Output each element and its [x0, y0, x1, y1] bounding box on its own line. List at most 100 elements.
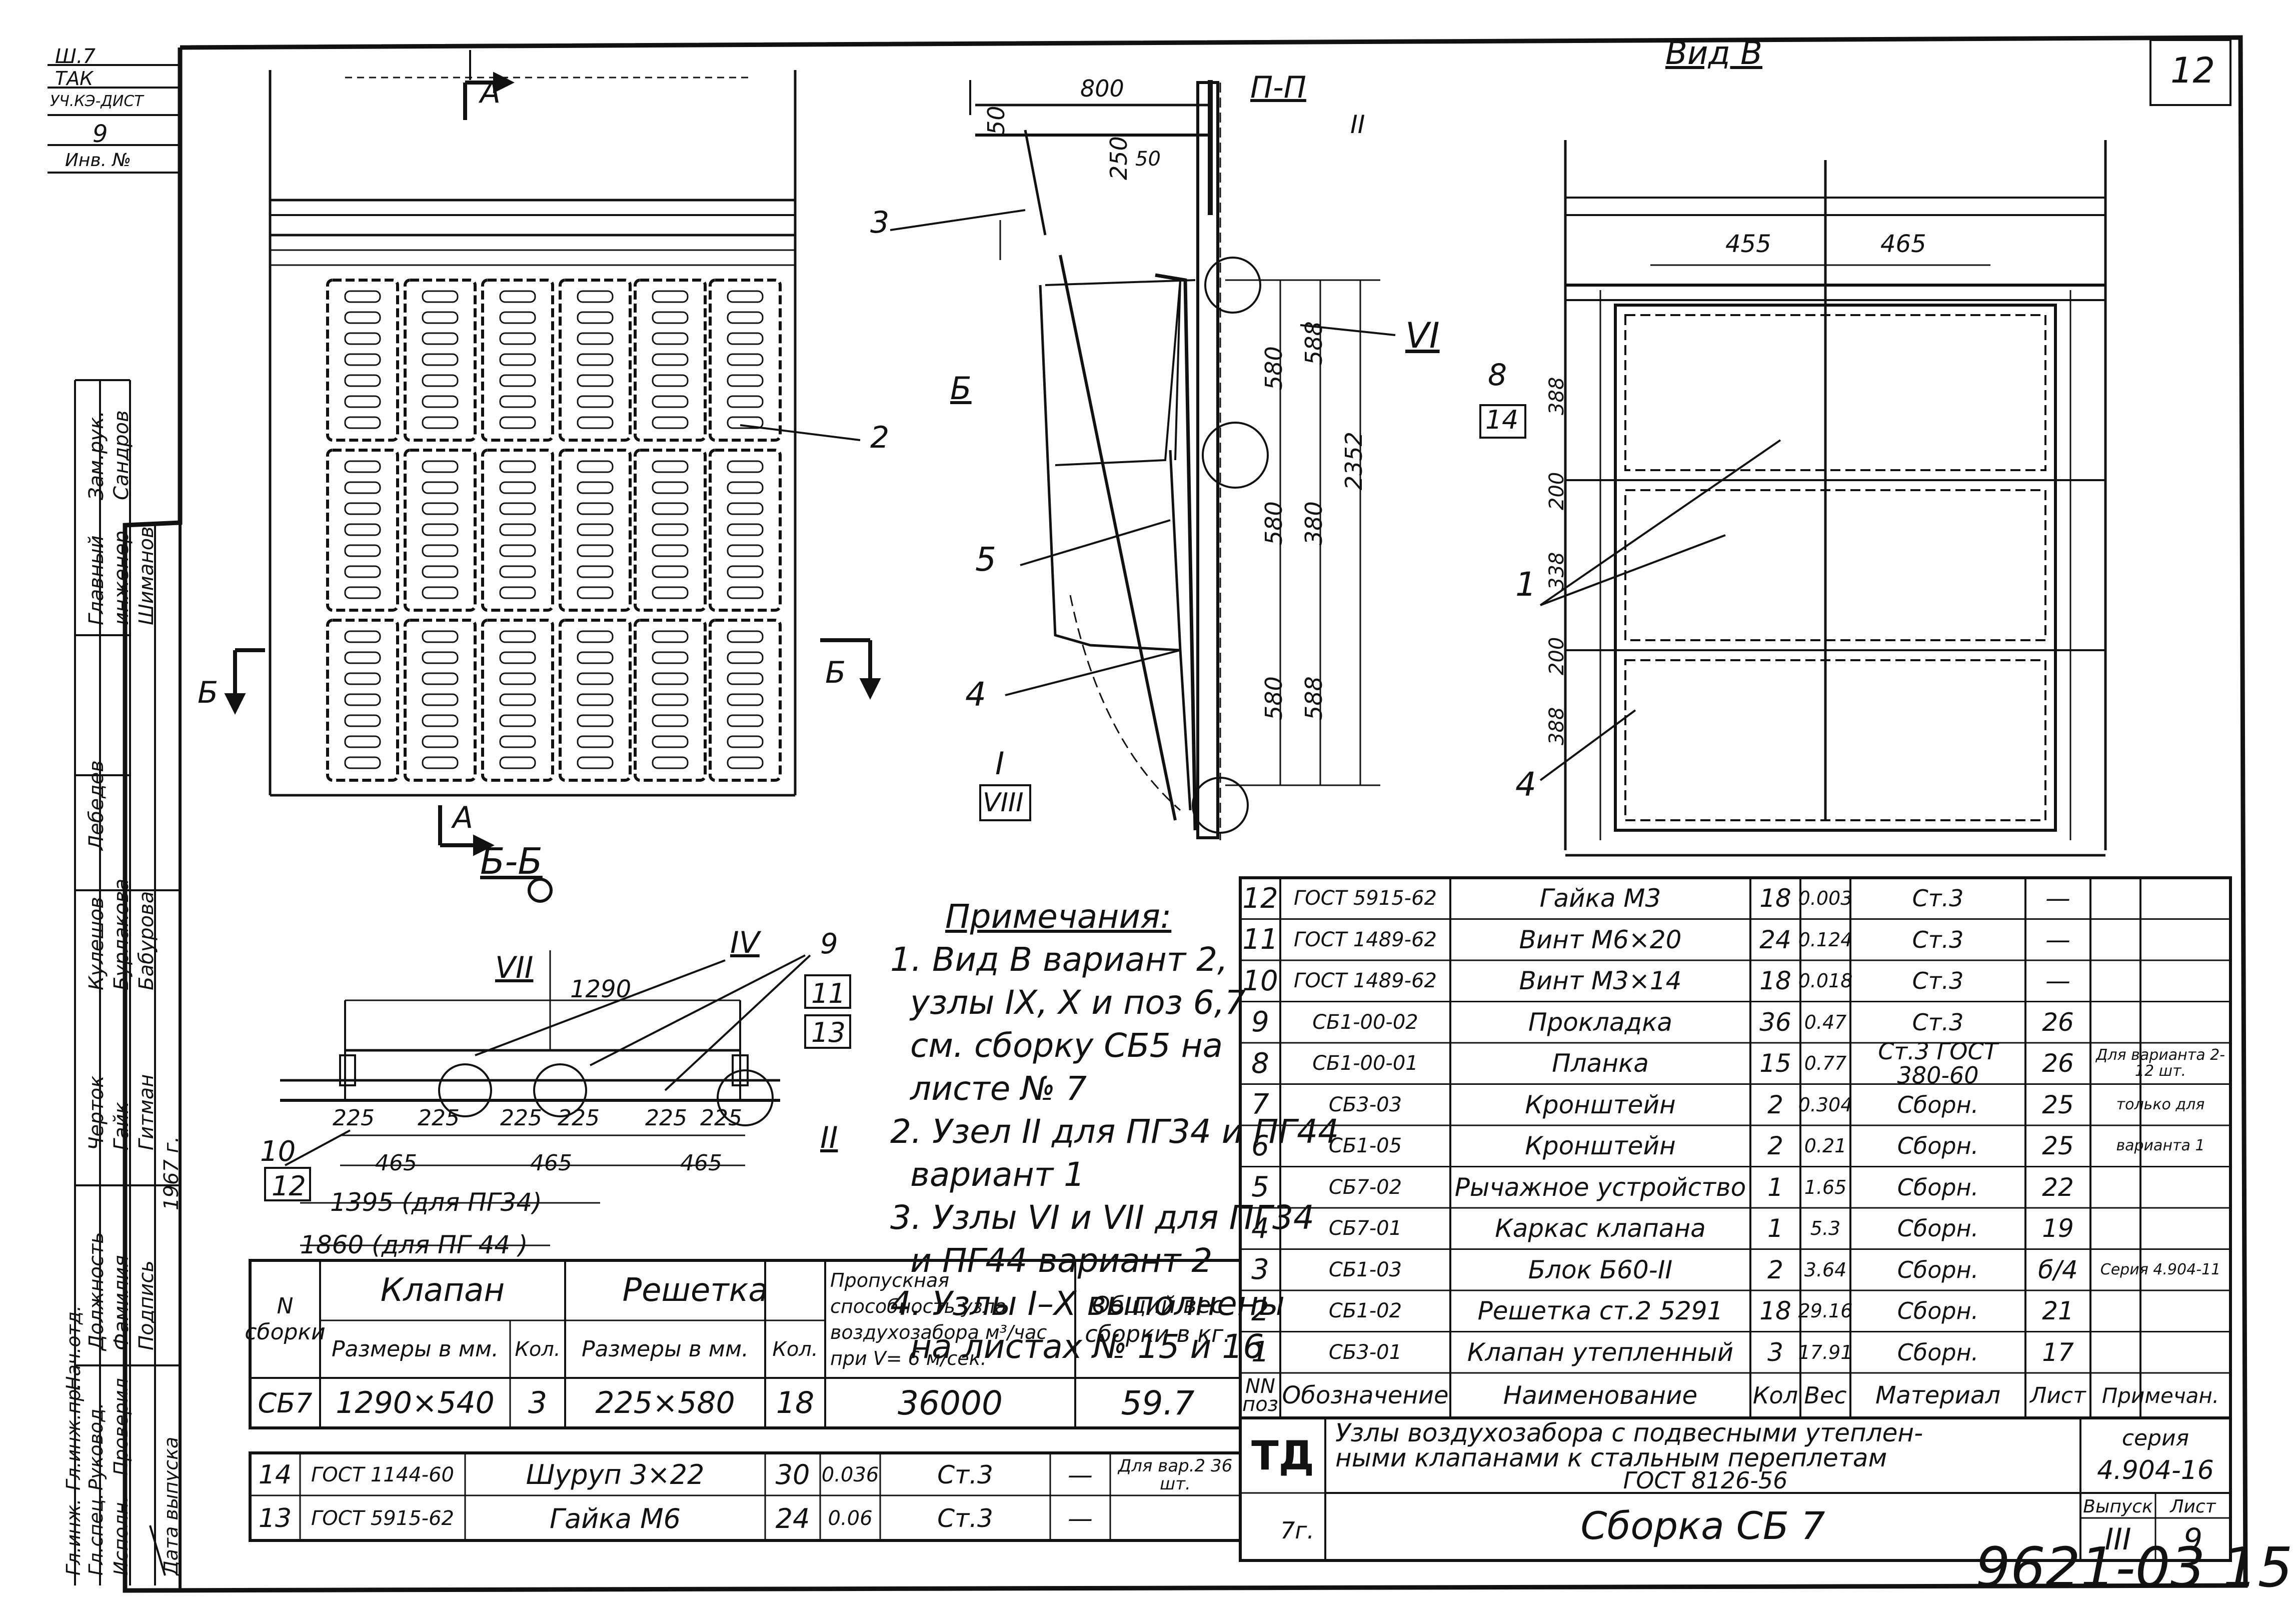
spec-cell-name: Прокладка [1528, 1007, 1673, 1037]
grille-slot [344, 290, 381, 303]
spec-cell-note [2090, 1332, 2230, 1373]
dim-465: 465 [1880, 230, 1926, 258]
spec-cell-name: Планка [1552, 1049, 1649, 1078]
section-bb-view [280, 878, 780, 1246]
callout-II: II [820, 1120, 838, 1155]
grille-slot [344, 714, 381, 727]
margin-right-block: Главный [85, 535, 108, 625]
grille-slot [577, 353, 614, 366]
spec-cell-desig: СБ7-02 [1328, 1175, 1402, 1199]
note-line: узлы IX, X и поз 6,7 [910, 983, 1246, 1022]
title-td: ТД [1251, 1432, 1314, 1479]
spec-cell-material: Сборн. [1897, 1215, 1979, 1242]
grille-slot [727, 290, 764, 303]
table-grids [249, 39, 2232, 1562]
grille-slot [727, 693, 764, 706]
margin-name: Гайк [110, 1102, 133, 1150]
section-title: П-П [1250, 70, 1306, 105]
grille-slot [422, 395, 459, 408]
spec-cell-note: Серия 4.904-11 [2100, 1260, 2221, 1278]
callout-12: 12 [272, 1170, 306, 1202]
margin-role: Гл.инж. [63, 1498, 85, 1575]
grille-slot [652, 714, 689, 727]
grille-slot [727, 630, 764, 643]
margin-year: 1967 г. [160, 1136, 183, 1210]
grille-slot [577, 523, 614, 536]
grille-slot [344, 756, 381, 769]
dim-380: 380 [1300, 501, 1327, 545]
asm-header-no: N сборки [245, 1293, 326, 1345]
spec-cell-pos: 5 [1251, 1171, 1269, 1204]
grille-panel [481, 449, 554, 612]
dim-50b: 50 [1135, 148, 1161, 171]
spec-cell-material: Сборн. [1897, 1338, 1979, 1366]
grille-panel [709, 619, 782, 782]
grille-panel [634, 449, 707, 612]
grille-slot [499, 353, 536, 366]
callout-4b: 4 [1515, 765, 1536, 804]
section-marker-b-mid: Б [950, 370, 972, 407]
vypusk-label: Выпуск [2083, 1496, 2153, 1517]
grille-panel [634, 279, 707, 442]
spec-cell-desig: СБ1-00-02 [1312, 1010, 1418, 1034]
grille-slot [344, 651, 381, 664]
margin-name: Бурлакова [110, 878, 133, 990]
spec-cell-qty: 15 [1759, 1049, 1791, 1078]
small-cell-weight: 0.036 [821, 1463, 879, 1486]
grille-slot [499, 565, 536, 578]
spec-cell-sheet: 25 [2042, 1131, 2074, 1161]
spec-cell-material: Сборн. [1897, 1297, 1979, 1325]
grille-slot [652, 332, 689, 345]
spec-cell-qty: 18 [1759, 884, 1791, 913]
spec-cell-desig: СБ7-01 [1328, 1217, 1402, 1240]
callout-I: I [995, 745, 1005, 782]
spec-cell-note [2090, 919, 2230, 961]
notes-title: Примечания: [945, 897, 1172, 936]
asm-header-capacity: Пропускная способность узла воздухозабор… [830, 1269, 1047, 1369]
grille-slot [652, 502, 689, 515]
grille-slot [422, 586, 459, 599]
callout-VI: VI [1405, 315, 1440, 356]
callout-13: 13 [811, 1017, 846, 1048]
grille-slot [577, 290, 614, 303]
mark-7g: 7г. [1280, 1517, 1315, 1544]
series-value: 4.904-16 [2097, 1455, 2214, 1485]
sheet-frame [123, 35, 2248, 1593]
spec-cell-qty: 1 [1767, 1172, 1783, 1202]
spec-cell-qty: 3 [1767, 1337, 1783, 1367]
callout-VIII: VIII [983, 788, 1024, 818]
grille-slot [652, 353, 689, 366]
callout-10: 10 [260, 1135, 296, 1168]
spec-cell-material: Ст.3 [1912, 885, 1964, 912]
grille-slot [577, 735, 614, 748]
grille-slot [344, 460, 381, 473]
grille-slot [727, 502, 764, 515]
grille-slot [499, 416, 536, 429]
spec-cell-material: Сборн. [1897, 1091, 1979, 1118]
grille-slot [499, 756, 536, 769]
view-b [1564, 140, 2107, 857]
spec-cell-pos: 4 [1251, 1212, 1269, 1245]
callout-11: 11 [811, 978, 846, 1009]
grille-slot [499, 544, 536, 557]
spec-cell-name: Каркас клапана [1495, 1214, 1706, 1243]
grille-slot [652, 756, 689, 769]
small-cell-sheet: — [1068, 1460, 1093, 1489]
spec-cell-note [2090, 1290, 2230, 1332]
dim-800: 800 [1080, 75, 1124, 102]
dim-1860: 1860 (для ПГ 44 ) [300, 1230, 528, 1259]
grille-slot [344, 395, 381, 408]
asm-row-grille-qty: 18 [776, 1385, 815, 1420]
dim-50a: 50 [983, 106, 1010, 135]
dim-225-6: 225 [700, 1105, 742, 1131]
grille-slot [344, 672, 381, 685]
grille-panels [326, 279, 782, 782]
grille-slot [652, 544, 689, 557]
grille-slot [652, 523, 689, 536]
margin-name: Черток [85, 1075, 108, 1150]
dim-465-2: 465 [530, 1150, 572, 1176]
margin-col-header: Подпись [135, 1260, 158, 1350]
dim-388b: 388 [1545, 707, 1568, 745]
grille-slot [499, 714, 536, 727]
spec-cell-desig: СБ1-02 [1328, 1299, 1402, 1323]
